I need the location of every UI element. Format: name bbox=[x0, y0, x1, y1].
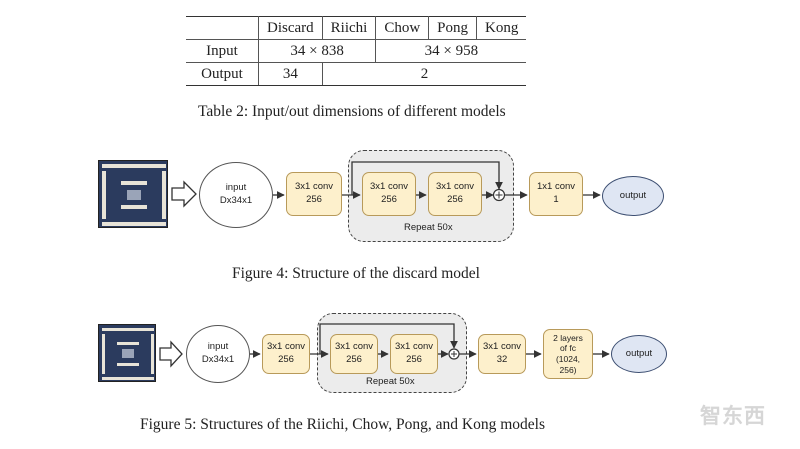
conv-block-out: 3x1 conv 32 bbox=[478, 334, 526, 374]
input-node: input Dx34x1 bbox=[199, 162, 273, 228]
table-caption: Table 2: Input/out dimensions of differe… bbox=[198, 103, 506, 120]
figure-5-caption: Figure 5: Structures of the Riichi, Chow… bbox=[140, 416, 545, 433]
table-cell: 2 bbox=[322, 62, 527, 86]
repeat-label: Repeat 50x bbox=[366, 376, 415, 387]
table-cell: 34 × 958 bbox=[375, 39, 527, 63]
table-row-label: Input bbox=[186, 39, 259, 63]
skip-connection bbox=[351, 161, 503, 195]
conv-block-2: 3x1 conv 256 bbox=[362, 172, 416, 216]
table-row-input: Input 34 × 838 34 × 958 bbox=[186, 39, 527, 63]
conv-block-2: 3x1 conv 256 bbox=[330, 334, 378, 374]
figure-4-caption: Figure 4: Structure of the discard model bbox=[232, 265, 480, 282]
table-header-row: Discard Riichi Chow Pong Kong bbox=[186, 16, 527, 40]
table-row-output: Output 34 2 bbox=[186, 62, 527, 86]
skip-connection bbox=[319, 323, 458, 354]
input-node: input Dx34x1 bbox=[186, 325, 250, 383]
mahjong-board-image bbox=[98, 324, 156, 382]
conv-block-1: 3x1 conv 256 bbox=[286, 172, 342, 216]
mahjong-board-image bbox=[98, 160, 168, 228]
watermark-logo: 智东西 bbox=[700, 404, 766, 428]
dimensions-table: Discard Riichi Chow Pong Kong Input 34 ×… bbox=[186, 16, 527, 86]
table-header-kong: Kong bbox=[476, 16, 527, 40]
output-node: output bbox=[602, 176, 664, 216]
hollow-arrow bbox=[159, 340, 183, 368]
table-cell: 34 bbox=[258, 62, 323, 86]
table-header-riichi: Riichi bbox=[322, 16, 377, 40]
fc-layers-block: 2 layers of fc (1024, 256) bbox=[543, 329, 593, 379]
conv-block-3: 3x1 conv 256 bbox=[390, 334, 438, 374]
table-row-label: Output bbox=[186, 62, 259, 86]
table-cell: 34 × 838 bbox=[258, 39, 377, 63]
table-header-pong: Pong bbox=[428, 16, 478, 40]
repeat-label: Repeat 50x bbox=[404, 222, 453, 233]
hollow-arrow bbox=[171, 180, 197, 208]
conv-block-out: 1x1 conv 1 bbox=[529, 172, 583, 216]
conv-block-1: 3x1 conv 256 bbox=[262, 334, 310, 374]
table-header-discard: Discard bbox=[258, 16, 323, 40]
table-header-chow: Chow bbox=[375, 16, 430, 40]
output-node: output bbox=[611, 335, 667, 373]
table-header-empty bbox=[186, 16, 259, 40]
conv-block-3: 3x1 conv 256 bbox=[428, 172, 482, 216]
